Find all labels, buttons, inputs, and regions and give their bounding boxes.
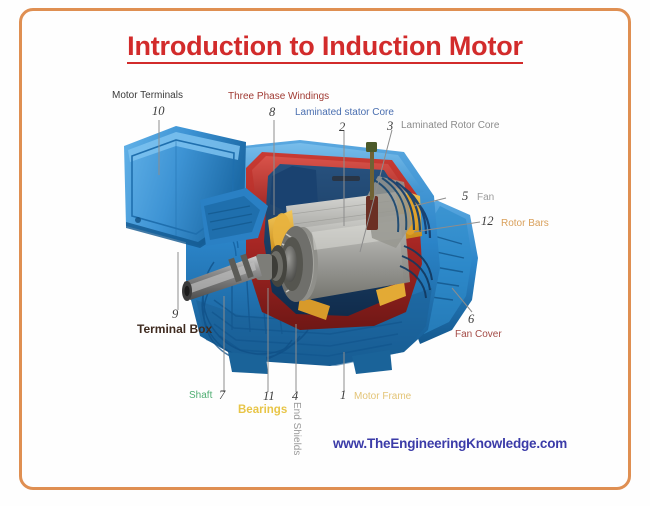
callout-number-6: 6	[468, 312, 475, 326]
leader-12	[413, 221, 481, 233]
fan-cover-ribs	[387, 177, 432, 239]
callout-number-9: 9	[172, 307, 179, 321]
callout-label-motor-terminals: Motor Terminals	[112, 90, 183, 101]
callout-number-2: 2	[339, 120, 346, 134]
callout-label-shaft: Shaft	[189, 390, 213, 401]
callout-number-1: 1	[340, 388, 347, 402]
leader-lines	[158, 120, 481, 392]
callout-label-terminal-box: Terminal Box	[137, 322, 213, 336]
callout-label-motor-frame: Motor Frame	[354, 391, 412, 402]
callout-label-fan-cover: Fan Cover	[455, 329, 502, 340]
callout-label-laminated-stator-core: Laminated stator Core	[295, 107, 394, 118]
shaft-shape	[182, 253, 262, 301]
callout-number-12: 12	[481, 214, 494, 228]
callout-label-bearings: Bearings	[238, 404, 288, 416]
callout-number-10: 10	[152, 104, 165, 118]
callout-label-fan: Fan	[477, 192, 495, 203]
website-url[interactable]: www.TheEngineeringKnowledge.com	[333, 436, 568, 451]
callout-number-5: 5	[462, 189, 469, 203]
callout-number-4: 4	[292, 389, 299, 403]
callout-label-rotor-bars: Rotor Bars	[501, 218, 549, 229]
leader-6	[451, 287, 473, 313]
callout-label-laminated-rotor-core: Laminated Rotor Core	[401, 120, 500, 131]
leader-3	[359, 129, 393, 253]
fan-shape	[366, 142, 412, 248]
callout-number-8: 8	[269, 105, 276, 119]
callout-number-11: 11	[263, 389, 275, 403]
page-title: Introduction to Induction Motor	[0, 31, 650, 64]
leader-5	[413, 197, 447, 207]
rotor-bars-shape	[279, 226, 313, 302]
fan-cover-ribs-lower	[399, 245, 433, 299]
callout-label-three-phase-windings: Three Phase Windings	[228, 91, 330, 102]
terminal-box-base	[200, 188, 268, 246]
callout-number-7: 7	[219, 388, 226, 402]
callout-label-end-shields: End Shields	[291, 402, 302, 456]
page-title-text: Introduction to Induction Motor	[127, 31, 523, 64]
callout-number-3: 3	[387, 119, 394, 133]
